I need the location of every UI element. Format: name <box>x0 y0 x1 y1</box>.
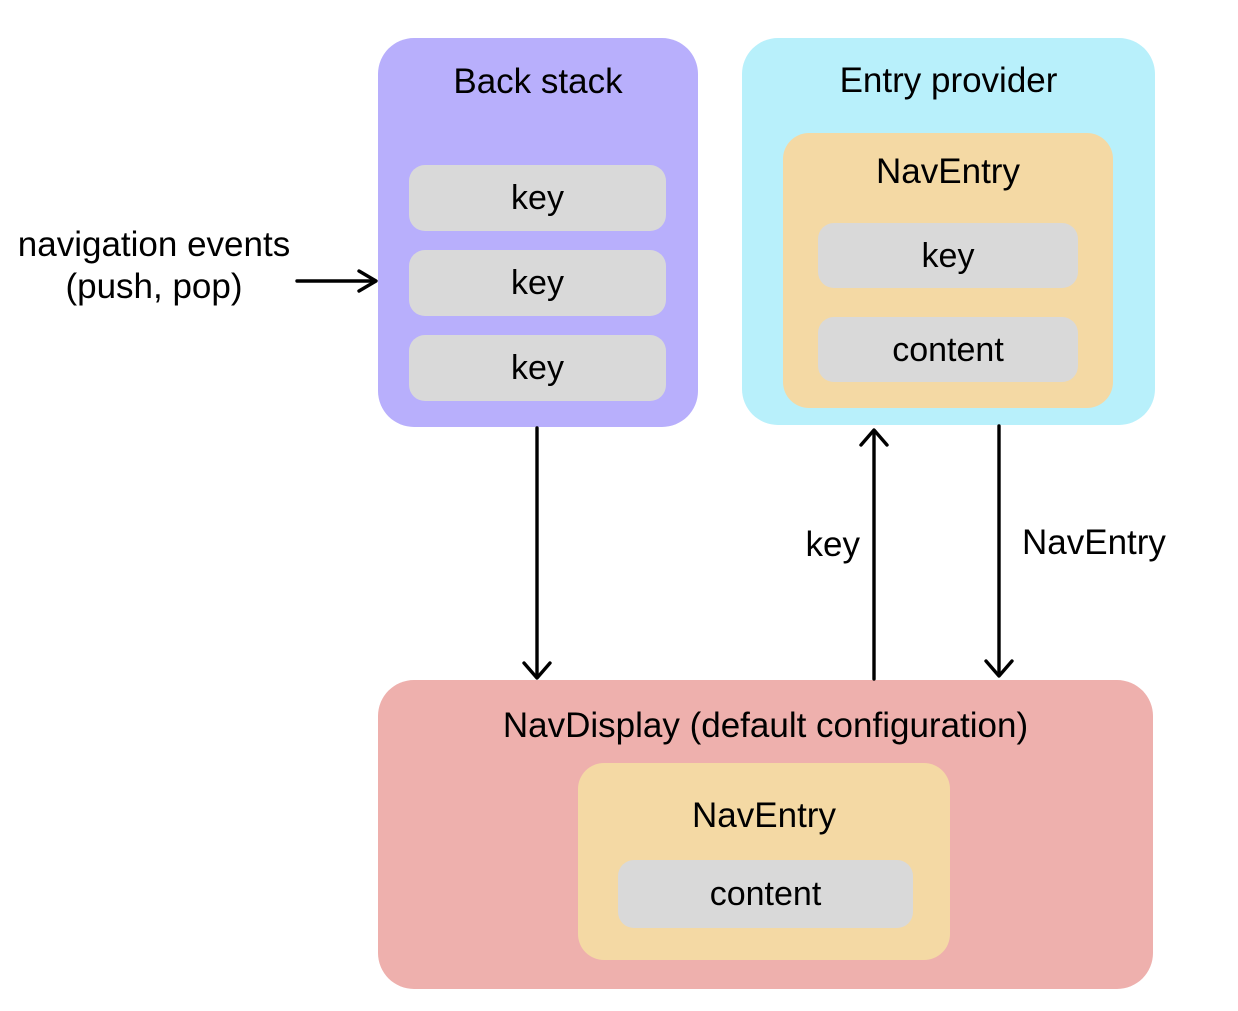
entry-provider-box: Entry provider NavEntry key content <box>742 38 1155 425</box>
back-stack-key-pill: key <box>409 165 666 231</box>
nav-display-box: NavDisplay (default configuration) NavEn… <box>378 680 1153 989</box>
naventry-arrow-label: NavEntry <box>1022 523 1166 562</box>
key-arrow-label: key <box>805 525 860 564</box>
naventry-arrow <box>984 424 1014 678</box>
entry-provider-naventry-title: NavEntry <box>876 152 1020 191</box>
entry-provider-title: Entry provider <box>839 61 1058 100</box>
navigation-events-line2: (push, pop) <box>65 267 243 306</box>
back-stack-key-label: key <box>511 264 564 302</box>
back-stack-key-pill: key <box>409 250 666 316</box>
entry-provider-naventry-box: NavEntry key content <box>783 133 1113 408</box>
nav-display-content-pill: content <box>618 860 913 928</box>
entry-provider-key-pill: key <box>818 223 1078 288</box>
back-stack-box: Back stack key key key <box>378 38 698 427</box>
nav-display-title: NavDisplay (default configuration) <box>502 706 1029 745</box>
entry-provider-content-pill: content <box>818 317 1078 382</box>
navigation-events-label: navigation events (push, pop) <box>6 224 302 308</box>
entry-provider-content-label: content <box>892 330 1004 369</box>
nav-display-content-label: content <box>709 875 822 913</box>
back-stack-title: Back stack <box>453 62 623 101</box>
backstack-to-navdisplay-arrow <box>522 426 552 680</box>
back-stack-key-pill: key <box>409 335 666 401</box>
entry-provider-key-label: key <box>921 236 975 275</box>
nav-display-naventry-box: NavEntry content <box>578 763 950 960</box>
back-stack-key-label: key <box>511 349 564 387</box>
navigation-events-arrow <box>295 269 378 293</box>
back-stack-key-label: key <box>511 179 564 217</box>
navigation-events-line1: navigation events <box>17 225 291 264</box>
key-arrow <box>859 428 889 681</box>
nav-display-naventry-title: NavEntry <box>692 796 836 835</box>
